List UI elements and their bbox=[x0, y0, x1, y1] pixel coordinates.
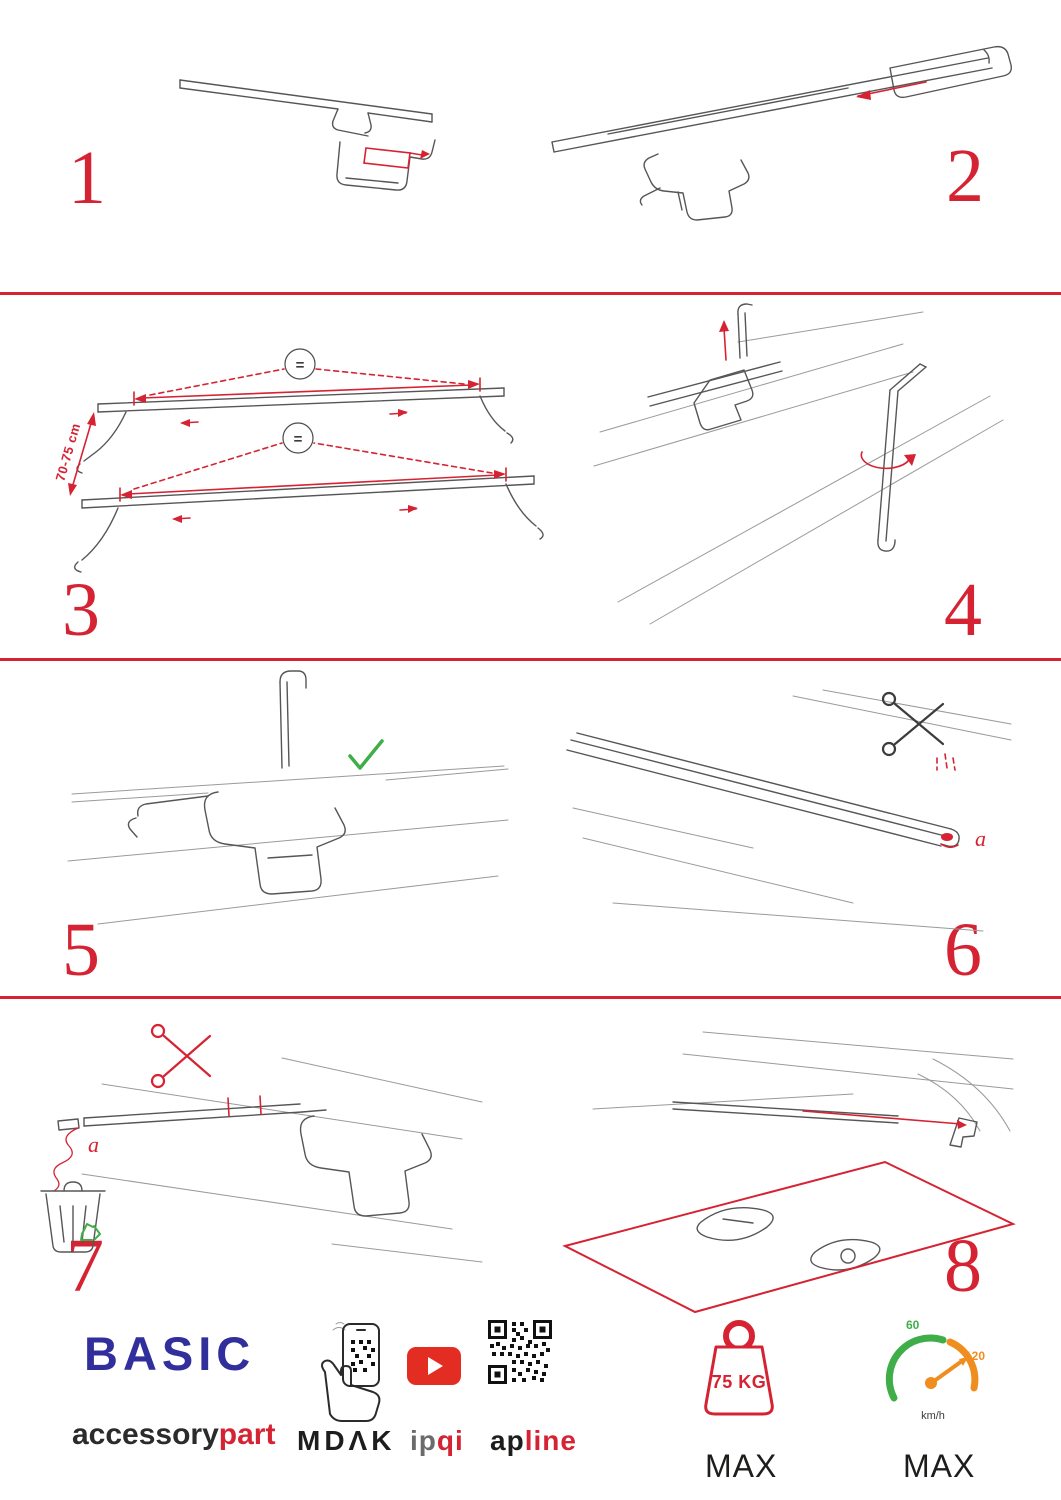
cut-marks bbox=[936, 753, 956, 771]
step-2-illustration bbox=[551, 45, 1013, 221]
step-6-illustration: a bbox=[566, 689, 1012, 932]
ipqi-dark: ip bbox=[410, 1425, 437, 1456]
recycle-icon bbox=[80, 1223, 101, 1241]
partner-ipqi: ipqi bbox=[410, 1425, 464, 1457]
coverage-outline bbox=[562, 1160, 1016, 1314]
rotate-arrow bbox=[860, 451, 916, 470]
trash-icon bbox=[40, 1181, 106, 1253]
apline-red: line bbox=[524, 1425, 577, 1456]
cut-strip-highlight bbox=[941, 833, 953, 841]
step-7-illustration: a bbox=[40, 1023, 483, 1263]
label-a: a bbox=[975, 826, 986, 851]
weight-max-label: MAX bbox=[705, 1448, 778, 1484]
dimension-label: 70-75 cm bbox=[52, 421, 83, 482]
equal-symbol: = bbox=[296, 357, 305, 374]
step-6-number: 6 bbox=[944, 908, 982, 992]
weight-value: 75 KG bbox=[712, 1372, 767, 1392]
roof-parts-drawing bbox=[592, 1031, 1014, 1271]
discard-path-line bbox=[53, 1127, 79, 1192]
speedometer-icon: 60 120 km/h bbox=[885, 1318, 985, 1422]
brand-title: BASIC bbox=[84, 1327, 256, 1380]
speed-unit: km/h bbox=[921, 1410, 945, 1422]
roof-strip-drawing bbox=[57, 1057, 483, 1263]
bar-cut-drawing bbox=[566, 689, 1012, 932]
ipqi-red: qi bbox=[436, 1425, 464, 1456]
step-4-illustration bbox=[593, 303, 1004, 625]
qr-code-icon bbox=[488, 1320, 552, 1384]
step-3-illustration: = = 70-75 cm bbox=[52, 348, 544, 573]
crossbars-drawing bbox=[73, 387, 544, 573]
step-2-number: 2 bbox=[946, 134, 984, 218]
phone-qr-icon bbox=[321, 1322, 381, 1422]
divider-1 bbox=[0, 292, 1061, 295]
scissors-icon bbox=[881, 691, 945, 757]
step-1-number: 1 bbox=[68, 136, 106, 220]
apline-dark: ap bbox=[490, 1425, 525, 1456]
youtube-icon bbox=[407, 1347, 461, 1385]
speed-min-label: 60 bbox=[906, 1318, 920, 1332]
partner-apline: apline bbox=[490, 1425, 577, 1457]
roof-rail-drawing bbox=[593, 303, 1004, 625]
equal-badge bbox=[282, 422, 314, 454]
check-icon bbox=[348, 739, 384, 770]
partner-mdak: MDΛK bbox=[297, 1425, 396, 1456]
step-4-number: 4 bbox=[944, 568, 982, 652]
brand-word-red: part bbox=[218, 1418, 276, 1451]
divider-3 bbox=[0, 996, 1061, 999]
weight-icon: 75 KG bbox=[704, 1320, 774, 1416]
strip-position-line bbox=[802, 1110, 962, 1125]
speed-max-label: MAX bbox=[903, 1448, 976, 1484]
step-8-illustration bbox=[562, 1031, 1016, 1314]
dimension-lines bbox=[68, 368, 507, 523]
step-5-illustration bbox=[67, 670, 509, 925]
speed-max-value: 120 bbox=[965, 1349, 985, 1363]
step-3-number: 3 bbox=[62, 568, 100, 652]
label-a: a bbox=[88, 1132, 99, 1157]
insert-arrow bbox=[719, 320, 729, 361]
bar-endcap-drawing bbox=[551, 45, 1013, 221]
insert-highlight bbox=[363, 147, 430, 169]
strip-arrowhead bbox=[957, 1120, 967, 1129]
divider-2 bbox=[0, 658, 1061, 661]
brand-subtitle: accessorypart bbox=[72, 1418, 275, 1452]
step-5-number: 5 bbox=[62, 908, 100, 992]
brand-word-dark: accessory bbox=[72, 1418, 219, 1451]
clamp-pin-drawing bbox=[67, 670, 509, 925]
cut-strip-edge bbox=[940, 843, 959, 849]
allen-key-drawing bbox=[877, 363, 927, 552]
crossbar-clamp-drawing bbox=[179, 79, 436, 191]
equal-badge bbox=[284, 348, 316, 380]
slide-arrow bbox=[856, 81, 927, 100]
step-1-illustration bbox=[179, 79, 436, 191]
scissors-icon bbox=[150, 1023, 212, 1089]
equal-symbol: = bbox=[294, 431, 303, 448]
cut-mark bbox=[227, 1097, 230, 1117]
cut-mark bbox=[259, 1095, 262, 1115]
